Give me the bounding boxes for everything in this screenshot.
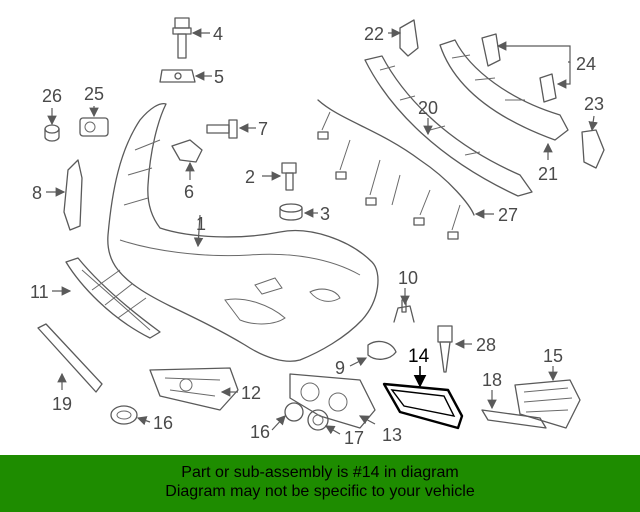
- callout-7: 7: [258, 119, 268, 139]
- fog-lamp-part: [284, 402, 329, 431]
- callout-20: 20: [418, 98, 438, 118]
- grille-insert-12-part: [149, 367, 239, 411]
- callout-21: 21: [538, 164, 558, 184]
- parts-diagram: 1 2 3 4 5 6 7 8 9 10 11 12 13 14 15 16 1…: [30, 17, 605, 448]
- callout-19: 19: [52, 394, 72, 414]
- wiring-harness-27-part: [317, 99, 475, 240]
- banner-line-2: Diagram may not be specific to your vehi…: [165, 483, 475, 500]
- bracket-8-part: [63, 159, 83, 231]
- leader-24a: [496, 41, 571, 63]
- callout-3: 3: [320, 204, 330, 224]
- callout-1: 1: [196, 214, 206, 234]
- callout-24: 24: [576, 54, 596, 74]
- callout-27: 27: [498, 205, 518, 225]
- callout-14: 14: [408, 346, 430, 367]
- bolt-4-part: [172, 17, 192, 59]
- reinforcement-21-part: [439, 39, 569, 141]
- grille-11-part: [65, 257, 161, 339]
- vent-15-part: [514, 379, 581, 429]
- leader-24b: [556, 62, 571, 89]
- callout-15: 15: [543, 346, 563, 366]
- callout-12: 12: [241, 383, 261, 403]
- cap-9-part: [367, 340, 397, 360]
- callout-28: 28: [476, 335, 496, 355]
- sensor-28-part: [437, 325, 453, 373]
- trim-14-part: [382, 382, 464, 430]
- bolt-7-part: [206, 119, 238, 139]
- absorber-20-part: [364, 55, 533, 197]
- ring-16-part: [110, 405, 138, 425]
- callout-16b: 16: [250, 422, 270, 442]
- callout-17: 17: [344, 428, 364, 448]
- callout-8: 8: [32, 183, 42, 203]
- callout-13: 13: [382, 425, 402, 445]
- callout-26: 26: [42, 86, 62, 106]
- callout-5: 5: [214, 67, 224, 87]
- bumper-cover-part: [107, 102, 379, 362]
- trim-strip-18-part: [481, 409, 547, 429]
- leader-17: [324, 425, 341, 435]
- callout-10: 10: [398, 268, 418, 288]
- leader-16b: [271, 415, 286, 431]
- callout-23: 23: [584, 94, 604, 114]
- leader-9: [349, 357, 368, 367]
- strip-19-part: [37, 323, 103, 393]
- leader-16: [136, 416, 151, 426]
- callout-6: 6: [184, 182, 194, 202]
- callout-labels: 1 2 3 4 5 6 7 8 9 10 11 12 13 14 15 16 1…: [30, 24, 604, 448]
- bracket-22-part: [399, 19, 419, 57]
- callout-9: 9: [335, 358, 345, 378]
- leader-13: [358, 415, 376, 425]
- banner-line-1: Part or sub-assembly is #14 in diagram: [181, 464, 459, 481]
- bracket-10-part: [393, 299, 415, 323]
- callout-2: 2: [245, 167, 255, 187]
- grommet-3-part: [279, 203, 303, 221]
- callout-25: 25: [84, 84, 104, 104]
- lamp-grille-13-part: [289, 373, 376, 429]
- callout-18: 18: [482, 370, 502, 390]
- info-banner: Part or sub-assembly is #14 in diagram D…: [0, 455, 640, 512]
- clip-nut-5-part: [159, 69, 196, 83]
- callout-11: 11: [30, 282, 49, 302]
- leader-1: [193, 214, 204, 248]
- sensor-23-part: [581, 129, 605, 169]
- callout-22: 22: [364, 24, 384, 44]
- screw-2-part: [281, 162, 297, 191]
- callout-16: 16: [153, 413, 173, 433]
- clip-6-part: [171, 139, 203, 163]
- leader-lines: [46, 28, 598, 435]
- bracket-24-part: [481, 33, 557, 103]
- parking-sensor-25-part: [79, 117, 109, 137]
- leader-23: [588, 115, 598, 132]
- ring-26-part: [44, 124, 60, 142]
- callout-4: 4: [213, 24, 223, 44]
